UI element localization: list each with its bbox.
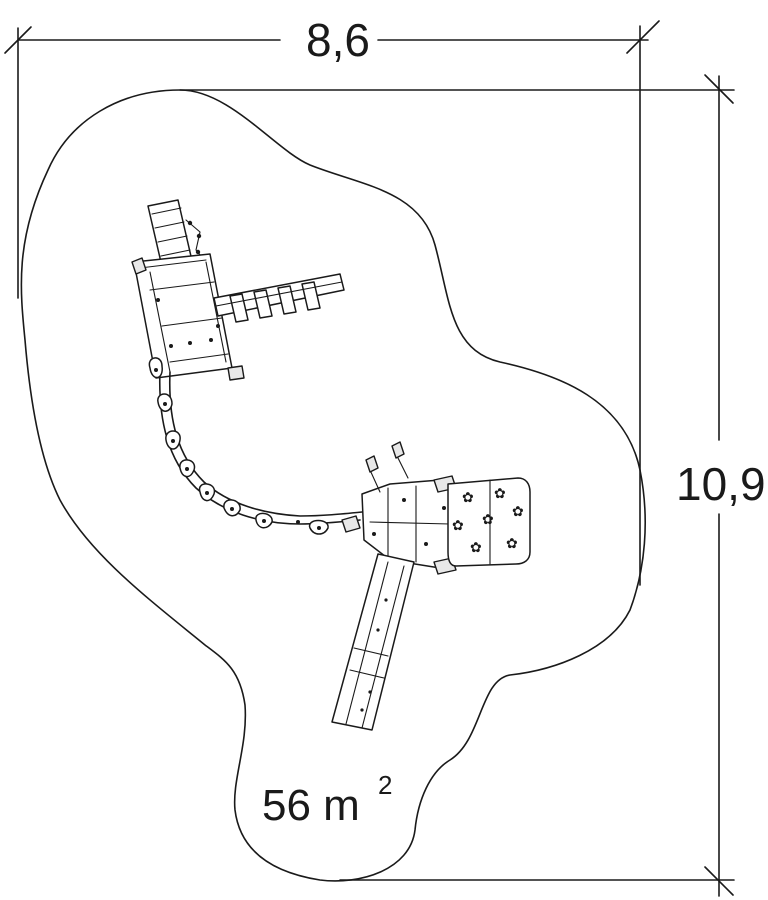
lower-platform [341,441,457,575]
area-label: 56 m 2 [262,770,392,830]
tunnel-bridge [213,273,345,323]
upper-platform [131,253,245,381]
svg-text:✿: ✿ [506,536,518,552]
svg-text:✿: ✿ [470,540,482,556]
svg-text:✿: ✿ [462,490,474,506]
play-structure: ✿ ✿ ✿ ✿ ✿ ✿ ✿ [131,199,531,731]
width-dimension: 8,6 [4,14,660,586]
climbing-wall [148,357,363,535]
svg-text:✿: ✿ [482,512,494,528]
svg-text:✿: ✿ [494,486,506,502]
height-dimension: 10,9 [179,74,766,897]
slide [331,553,415,731]
width-label: 8,6 [306,14,370,66]
area-unit-superscript: 2 [378,770,392,800]
svg-text:✿: ✿ [452,518,464,534]
safety-zone-outline [20,89,646,882]
svg-text:✿: ✿ [512,504,524,520]
area-value: 56 m [262,781,360,830]
roof-panel: ✿ ✿ ✿ ✿ ✿ ✿ ✿ [447,477,531,567]
height-label: 10,9 [676,458,766,510]
